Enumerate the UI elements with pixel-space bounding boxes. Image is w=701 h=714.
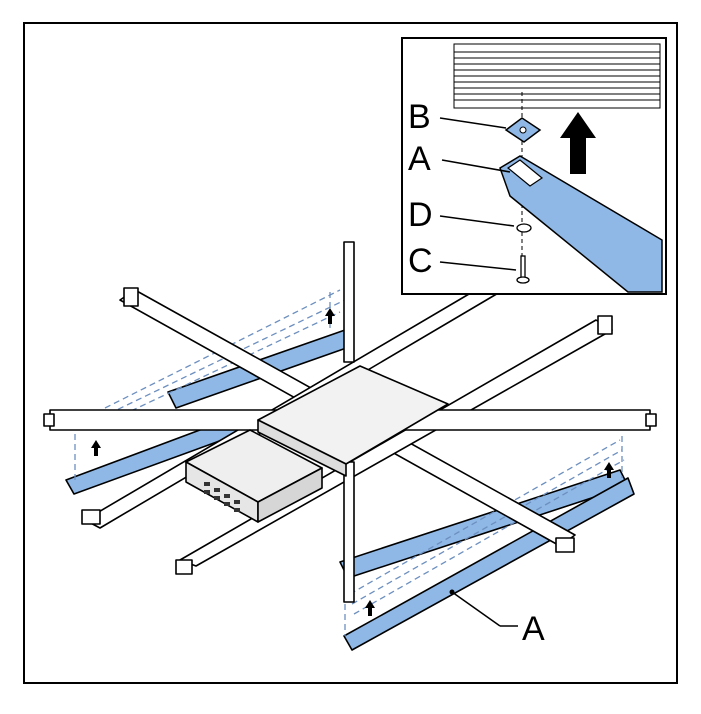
inset-base-stripes [453, 43, 661, 109]
post-rear [343, 241, 355, 363]
label-inset-c: C [408, 242, 433, 280]
bolt-c [516, 255, 530, 284]
lift-arrow-icon [325, 308, 335, 324]
detail-inset: B A D C [401, 37, 667, 295]
lift-arrow-icon [365, 600, 375, 616]
main-assembly [43, 241, 657, 651]
main-a-leader [451, 591, 501, 627]
main-a-leader-dot [449, 589, 455, 595]
control-box-vents [204, 482, 240, 512]
beam-end-caps [43, 287, 657, 575]
center-platform-side [257, 419, 347, 477]
control-box-side [257, 467, 323, 523]
up-arrow-icon [560, 112, 596, 174]
lift-arrow-icon [91, 440, 101, 456]
lift-arrows [91, 308, 614, 616]
label-inset-a: A [408, 140, 431, 178]
lift-arrow-icon [604, 462, 614, 478]
label-inset-d: D [408, 196, 433, 234]
washer-d [516, 223, 532, 233]
label-inset-b: B [408, 98, 431, 136]
inset-rail-a [499, 155, 663, 293]
post-front [343, 461, 355, 603]
inset-leaders [439, 117, 517, 271]
label-main-a: A [522, 610, 545, 648]
